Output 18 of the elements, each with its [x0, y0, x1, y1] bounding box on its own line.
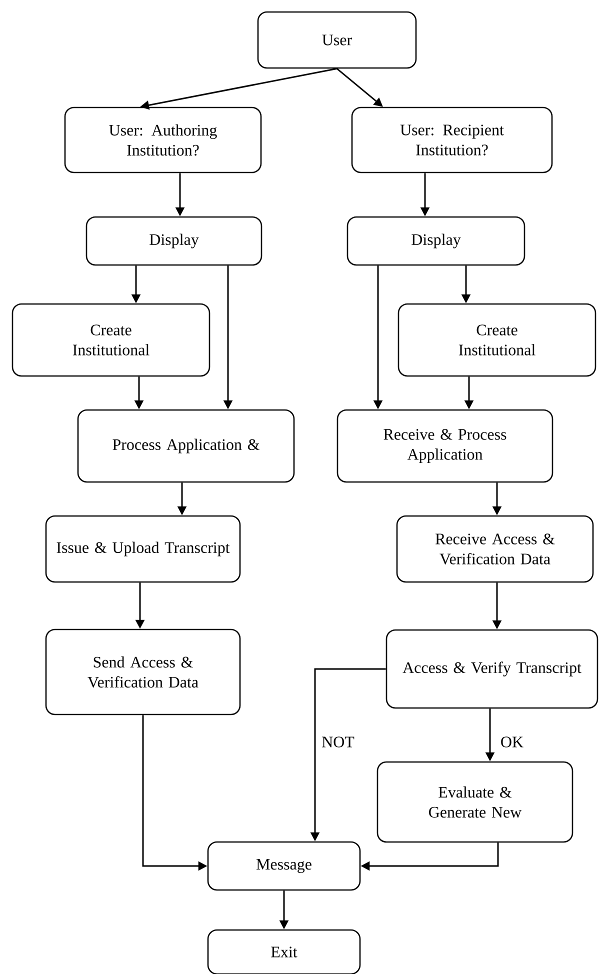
process-box: User: Recipient Institution? [351, 106, 553, 174]
process-box: Receive & Process Application [336, 409, 554, 483]
process-box: User [257, 11, 417, 69]
process-box: Issue & Upload Transcript [45, 515, 241, 583]
process-box: Access & Verify Transcript [386, 629, 598, 709]
edge-label: OK [499, 736, 525, 748]
process-box: Process Application & [77, 409, 295, 483]
process-box: Message [207, 841, 361, 891]
process-box: Create Institutional [12, 303, 210, 377]
process-box: Display [346, 216, 526, 266]
process-box: Evaluate & Generate New [376, 761, 574, 843]
edge-label: NOT [320, 736, 356, 748]
process-box: Exit [207, 929, 361, 974]
process-box: Display [86, 216, 262, 266]
process-box: Create Institutional [398, 303, 596, 377]
process-box: Receive Access & Verification Data [396, 515, 594, 583]
process-box: Send Access & Verification Data [45, 628, 241, 716]
process-box: User: Authoring Institution? [64, 106, 262, 174]
